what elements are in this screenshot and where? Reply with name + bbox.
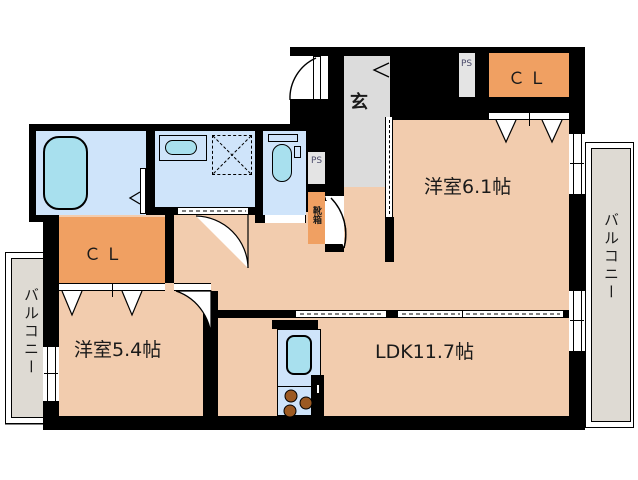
bedroom-east-entry-door-dash <box>389 120 390 214</box>
hall-door-frame-bottom <box>325 244 344 252</box>
hallway-ldk-slide[interactable] <box>296 310 386 318</box>
bedroom-east-ldk-slide[interactable] <box>398 310 563 318</box>
bedroom-east-label: 洋室6.1帖 <box>424 176 512 198</box>
bedroom-west-label: 洋室5.4帖 <box>74 339 162 361</box>
bathtub <box>43 136 88 210</box>
shoe-box <box>308 192 325 244</box>
balcony-east-slab <box>591 148 631 422</box>
shoe-box-text: 靴箱 <box>311 206 321 224</box>
kitchen-side-wall <box>311 375 324 416</box>
bedroom-east-floor <box>390 120 569 317</box>
kitchen-sink <box>286 335 312 375</box>
bathroom-divider-wall <box>146 131 155 215</box>
closet-west-box <box>59 217 165 283</box>
closet-west-door-divider <box>112 283 113 297</box>
bedroom-west-floor <box>59 310 211 416</box>
bedroom-east-ldk-slide-mid <box>462 310 463 318</box>
toilet-divider-wall <box>255 131 263 223</box>
ldk-east-window-mid <box>570 320 584 321</box>
ldk-label: LDK11.7帖 <box>375 341 474 363</box>
bedroom-east-window-upper[interactable] <box>569 133 585 195</box>
entrance-door-frame-top <box>290 47 328 56</box>
ldk-floor <box>218 318 569 416</box>
hall-door-opening[interactable] <box>325 195 344 249</box>
entrance-door-opening <box>290 56 328 100</box>
bedroom-west-balcony-door-l1 <box>47 346 48 402</box>
toilet-paper-holder <box>294 146 301 158</box>
entrance-label: 玄 <box>350 92 368 113</box>
bedroom-east-entry-door-jamb <box>385 217 394 262</box>
bedroom-west-balcony-door-mid <box>44 373 58 374</box>
toilet-tank <box>268 134 298 142</box>
entrance-door-frame-bottom <box>290 99 344 124</box>
vanity-sink <box>165 140 197 155</box>
bathroom-door[interactable] <box>140 168 146 214</box>
closet-east-label: ＣＬ <box>508 69 550 89</box>
entry-step-floor <box>344 186 390 320</box>
bedroom-east-window-upper-mid <box>570 163 584 164</box>
closet-west-right-wall <box>165 212 174 283</box>
closet-east-door-divider <box>529 112 530 126</box>
bedroom-west-balcony-door[interactable] <box>43 346 59 402</box>
bedroom-east-window-upper-line2 <box>581 133 582 195</box>
entrance-door-leaf[interactable] <box>313 56 321 100</box>
ps-hall-label: PS <box>311 157 322 166</box>
ldk-east-window-line2 <box>581 290 582 352</box>
balcony-west-slab <box>11 258 47 418</box>
balcony-west-label: バルコニー <box>22 287 40 377</box>
washroom-slide-door[interactable] <box>178 207 248 215</box>
kitchen-counter-split <box>278 386 321 387</box>
bedroom-west-ldk-wall <box>203 291 218 416</box>
hall-door-frame <box>325 186 344 195</box>
toilet-bowl <box>272 144 292 182</box>
ldk-east-window[interactable] <box>569 290 585 352</box>
ps-hall-box <box>308 152 325 184</box>
toilet-door-opening[interactable] <box>265 215 305 223</box>
ps-north-text: PS <box>461 59 473 69</box>
south-outer-wall <box>43 414 585 430</box>
kitchen-wall-handle <box>317 385 319 393</box>
closet-east-box <box>489 53 569 97</box>
entrance-tile <box>344 56 390 187</box>
bedroom-west-balcony-door-l2 <box>55 346 56 402</box>
ps-north-label: PS <box>461 60 472 69</box>
ps-hall-text: PS <box>311 156 323 166</box>
bedroom-west-door-opening[interactable] <box>174 283 211 291</box>
shoe-box-label: 靴箱 <box>311 206 321 224</box>
ps-north-box <box>459 53 475 97</box>
kitchen-header-wall <box>272 320 318 329</box>
balcony-east-label: バルコニー <box>602 212 620 302</box>
ldk-east-window-line1 <box>573 290 574 352</box>
hall-door-leaf[interactable] <box>325 195 344 201</box>
closet-west-label: ＣＬ <box>84 245 126 265</box>
east-outer-wall <box>569 47 585 430</box>
washing-machine-space <box>212 135 252 175</box>
bedroom-east-window-upper-line1 <box>573 133 574 195</box>
